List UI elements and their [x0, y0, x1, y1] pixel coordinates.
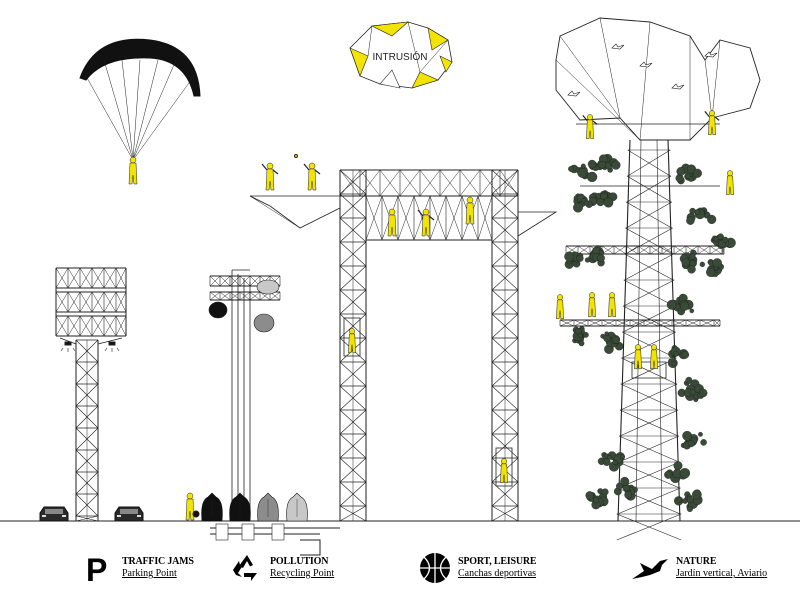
legend-subtitle: Parking Point [122, 568, 177, 579]
person-figure [650, 344, 658, 370]
legend-title: TRAFFIC JAMS [122, 556, 194, 567]
bird-icon [704, 51, 718, 58]
vertical-garden-foliage [595, 153, 621, 173]
person-figure [704, 110, 720, 136]
vertical-garden-foliage [564, 251, 584, 269]
floodlight-icon [60, 341, 76, 352]
recycling-bag [286, 492, 308, 522]
vertical-garden-foliage [585, 488, 609, 510]
vertical-garden-foliage [677, 376, 708, 403]
person-figure [556, 294, 564, 320]
legend-traffic: P TRAFFIC JAMS Parking Point [82, 548, 194, 588]
sport-gantry [249, 154, 558, 522]
vertical-garden-foliage [568, 159, 600, 183]
person-figure [417, 208, 435, 237]
svg-text:P: P [86, 552, 107, 585]
legend-sport: SPORT, LEISURE Canchas deportivas [418, 548, 537, 588]
recycling-tower [185, 269, 340, 556]
intrusion-banner: INTRUSIÓN [349, 21, 453, 89]
parking-icon: P [82, 551, 116, 588]
bird-icon [639, 61, 653, 68]
vertical-garden-foliage [667, 345, 690, 368]
person-figure [500, 458, 508, 484]
basketball-icon [418, 551, 452, 585]
vertical-garden-foliage [686, 207, 717, 225]
banner-label: INTRUSIÓN [373, 50, 428, 63]
vertical-garden-foliage [590, 190, 618, 208]
person-figure [387, 208, 397, 237]
person-figure [465, 196, 475, 225]
legend-pollution: POLLUTION Recycling Point [230, 548, 334, 588]
legend-title: POLLUTION [270, 556, 329, 567]
vertical-garden-foliage [680, 430, 707, 450]
person-figure [582, 114, 598, 140]
legend-subtitle: Jardín vertical, Aviario [676, 568, 768, 579]
legend-subtitle: Recycling Point [270, 568, 335, 579]
person-figure [128, 156, 138, 185]
vertical-garden-foliage [675, 163, 702, 185]
person-figure [303, 162, 321, 191]
parked-car [114, 506, 144, 522]
bird-icon [611, 43, 625, 50]
person-figure [608, 292, 616, 318]
bird-icon [671, 83, 685, 90]
vertical-garden-foliage [710, 233, 736, 250]
person-figure [185, 492, 195, 521]
paraglider [79, 38, 201, 185]
vertical-garden-foliage [584, 245, 605, 267]
person-figure [726, 170, 734, 196]
vertical-garden-foliage [674, 489, 703, 512]
parked-car [39, 506, 69, 522]
nature-tower [555, 17, 761, 541]
vertical-garden-foliage [679, 249, 705, 274]
vertical-garden-foliage [600, 331, 624, 354]
vertical-garden-foliage [572, 326, 589, 347]
vertical-garden-foliage [664, 461, 691, 483]
legend-title: SPORT, LEISURE [458, 556, 537, 567]
parking-tower [39, 267, 144, 522]
legend-title: NATURE [676, 556, 717, 567]
vertical-garden-foliage [706, 258, 725, 277]
person-figure [261, 162, 279, 191]
recycle-icon [230, 551, 264, 585]
person-figure [588, 292, 596, 318]
vertical-garden-foliage [666, 293, 695, 316]
legend-subtitle: Canchas deportivas [458, 568, 537, 579]
bird-icon [567, 90, 581, 97]
recycling-bag [257, 492, 279, 522]
floodlight-icon [104, 341, 120, 352]
recycling-bag [201, 492, 223, 522]
vertical-garden-foliage [613, 476, 638, 501]
legend-nature: NATURE Jardín vertical, Aviario [630, 548, 767, 588]
vertical-garden-foliage [573, 193, 597, 213]
person-figure [348, 328, 356, 354]
vertical-garden-foliage [597, 451, 625, 472]
recycling-bag [229, 492, 251, 522]
person-figure [634, 344, 642, 370]
bird-icon [630, 551, 670, 585]
